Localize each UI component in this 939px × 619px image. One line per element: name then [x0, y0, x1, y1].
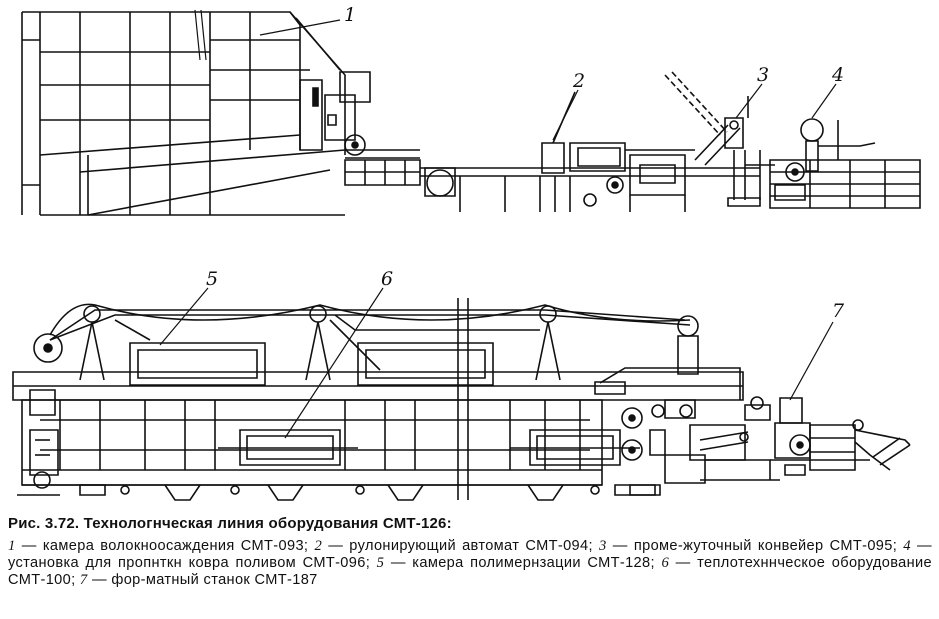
callout-2: 2	[573, 70, 586, 92]
caption-item-text: — установка для пропнткн ковра поливом С…	[8, 538, 932, 571]
thermal-equipment	[595, 368, 780, 495]
caption-item-num: 6	[661, 555, 670, 571]
fiber-settling-chamber	[22, 10, 420, 215]
figure-caption: Рис. 3.72. Технологнческая линия оборудо…	[8, 515, 932, 589]
callout-5: 5	[206, 268, 219, 290]
callout-1: 1	[344, 4, 357, 26]
format-cutting-machine	[745, 397, 910, 475]
caption-item-num: 1	[8, 538, 16, 554]
caption-item-text: — камера волокноосаждения СМТ-093;	[15, 538, 315, 554]
callout-7: 7	[832, 300, 845, 322]
caption-title: Рис. 3.72. Технологнческая линия оборудо…	[8, 515, 452, 532]
caption-item-num: 3	[599, 538, 607, 554]
caption-item-num: 7	[79, 572, 88, 588]
caption-item-text: — камера полимернзации СМТ-128;	[384, 555, 662, 571]
impregnation-unit	[770, 119, 920, 208]
caption-item-num: 4	[903, 538, 911, 554]
caption-body: 1 — камера волокноосаждения СМТ-093; 2 —…	[8, 538, 932, 589]
polymerization-chamber	[13, 298, 743, 500]
rolling-machine	[542, 92, 695, 212]
callout-4: 4	[832, 64, 845, 86]
callout-3: 3	[757, 64, 770, 86]
technological-line-drawing	[0, 0, 939, 510]
caption-item-num: 2	[314, 538, 323, 554]
caption-item-text: — проме-жуточный конвейер СМТ-095;	[606, 538, 904, 554]
caption-item-num: 5	[376, 555, 385, 571]
callout-6: 6	[381, 268, 394, 290]
conveyor-section	[345, 160, 760, 212]
intermediate-conveyor	[665, 72, 775, 206]
caption-item-text: — теплотехннческое оборудование СМТ-100;	[8, 555, 932, 588]
caption-item-text: — фор-матный станок СМТ-187	[87, 572, 318, 588]
caption-item-text: — рулонирующий автомат СМТ-094;	[322, 538, 599, 554]
